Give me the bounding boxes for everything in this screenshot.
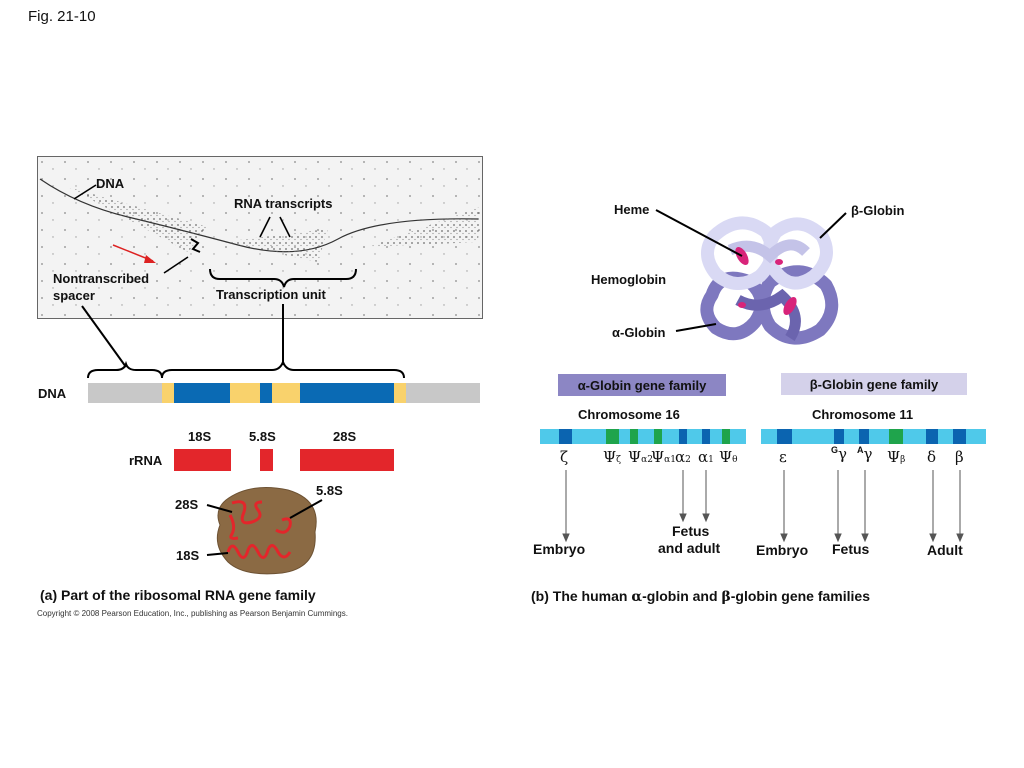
micrograph-dna-label: DNA (96, 176, 125, 191)
transcript-fan-2 (223, 229, 328, 262)
ribosome-18s-label: 18S (176, 548, 200, 563)
gene-psi-beta: Ψβ (887, 448, 906, 466)
rrna-label: rRNA (129, 453, 163, 468)
electron-micrograph: DNA RNA transcripts Nontranscribed space… (37, 156, 483, 319)
spacer-label-line2: spacer (53, 288, 95, 303)
heme-1 (735, 246, 749, 266)
alpha-embryo-label: Embryo (533, 541, 586, 557)
figure-label: Fig. 21-10 (28, 8, 96, 25)
micrograph-image (38, 157, 482, 318)
heme-2 (775, 259, 783, 265)
transcript-fan-1 (68, 187, 208, 252)
rrna-18s-label: 18S (188, 429, 212, 444)
rna-transcripts-label: RNA transcripts (234, 196, 333, 211)
spacer-leader-line (81, 305, 127, 368)
chromosome-11-label: Chromosome 11 (812, 407, 914, 422)
rrna-28s-segment (300, 449, 394, 471)
hemoglobin-structure (700, 216, 839, 345)
heme-4 (783, 296, 797, 316)
gene-delta: δ (927, 448, 937, 466)
alpha-family-title: α-Globin gene family (558, 374, 726, 396)
spacer-label-line1: Nontranscribed (53, 271, 150, 286)
ribosome-28s-label: 28S (175, 497, 199, 512)
panel-a-caption: (a) Part of the ribosomal RNA gene famil… (40, 587, 316, 603)
hemoglobin-label: Hemoglobin (591, 272, 667, 287)
rrna-5-8s-segment (260, 449, 273, 471)
copyright-text: Copyright © 2008 Pearson Education, Inc.… (37, 609, 348, 618)
gene-a-gamma: Aγ (857, 445, 873, 463)
beta-adult-label: Adult (927, 542, 963, 558)
rrna-5-8s-label: 5.8S (249, 429, 276, 444)
gene-psi-alpha1: Ψα1 (651, 448, 676, 466)
beta-embryo-label: Embryo (756, 542, 809, 558)
rrna-18s-segment (174, 449, 231, 471)
expression-arrows (562, 470, 964, 543)
gene-beta: β (955, 448, 964, 466)
heme-label: Heme (614, 202, 650, 217)
rrna-28s-label: 28S (333, 429, 357, 444)
spacer-brace (87, 360, 163, 379)
chromosome-16-label: Chromosome 16 (578, 407, 680, 422)
beta-fetus-label: Fetus (832, 541, 870, 557)
alpha-globin-label: α-Globin (612, 325, 666, 340)
gene-g-gamma: Gγ (831, 445, 847, 463)
chromosome-16-bar (540, 429, 746, 444)
alpha-fetus-label: Fetus (672, 523, 710, 539)
gene-psi-alpha2: Ψα2 (628, 448, 653, 466)
beta-globin-label: β-Globin (851, 203, 905, 218)
beta-family-title: β-Globin gene family (781, 373, 967, 395)
transcription-unit-label: Transcription unit (216, 287, 326, 302)
gene-alpha2: α2 (675, 448, 691, 466)
gene-psi-zeta: Ψζ (603, 448, 622, 466)
gene-alpha1: α1 (698, 448, 714, 466)
transcription-unit-brace (209, 268, 357, 288)
unit-brace (161, 359, 405, 379)
rdna-bar (88, 383, 480, 403)
dna-label: DNA (38, 386, 67, 401)
ribosome-5-8s-label: 5.8S (316, 483, 343, 498)
gene-psi-theta: Ψθ (719, 448, 738, 466)
panel-b-caption: (b) The human α-globin and β-globin gene… (531, 588, 870, 605)
heme-3 (738, 302, 746, 308)
gene-epsilon: ε (779, 448, 787, 466)
chromosome-11-bar (761, 429, 986, 444)
transcript-fan-3 (368, 207, 480, 247)
ribosome (216, 487, 317, 575)
alpha-adult-label: and adult (658, 540, 721, 556)
gene-zeta: ζ (560, 448, 569, 466)
